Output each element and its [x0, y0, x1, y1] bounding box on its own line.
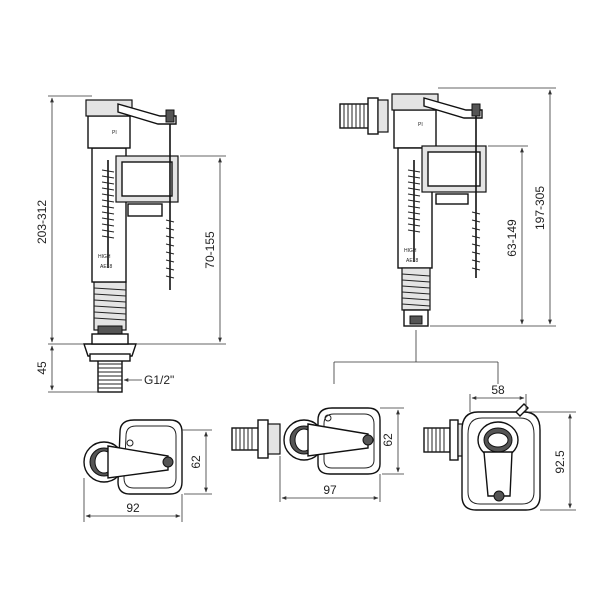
right-dimensions: 197-305 63-149: [430, 87, 556, 327]
top-view-bottom-entry: [83, 419, 183, 495]
dim-side-overall-height: 197-305: [533, 186, 547, 230]
side-entry-valve: PI HIGH AE18: [339, 93, 487, 327]
dim-bottom-base: 45: [35, 361, 49, 375]
view-connector: [333, 330, 499, 384]
top-view-3-dimensions: 58 92.5: [469, 383, 576, 511]
dim-top3-height: 92.5: [553, 450, 567, 474]
body-marking-1: HIGH: [98, 254, 111, 260]
cap-marking: PI: [112, 130, 117, 136]
body-marking-2: AE18: [100, 264, 112, 270]
top-view-side-entry-rotated: [423, 403, 541, 511]
top-view-1-dimensions: 92 62: [83, 429, 212, 522]
dim-top1-height: 62: [189, 455, 203, 469]
dim-top3-width: 58: [491, 383, 505, 397]
bottom-entry-valve: HIGH AE18 PI: [83, 99, 179, 393]
dim-thread-size: G1/2": [144, 373, 174, 387]
side-body-marking-1: HIGH: [404, 248, 417, 254]
dim-side-float-height: 63-149: [505, 219, 519, 257]
dim-top2-height: 62: [381, 433, 395, 447]
top-view-side-entry: [231, 407, 381, 475]
left-dimensions: 203-312 70-155 45 G1/2": [35, 95, 226, 393]
side-body-marking-2: AE18: [406, 258, 418, 264]
dim-bottom-float-height: 70-155: [203, 231, 217, 269]
top-view-2-dimensions: 97 62: [279, 407, 404, 502]
side-cap-marking: PI: [418, 122, 423, 128]
dim-top1-width: 92: [126, 501, 140, 515]
dim-top2-width: 97: [323, 483, 337, 497]
dim-bottom-overall-height: 203-312: [35, 200, 49, 244]
